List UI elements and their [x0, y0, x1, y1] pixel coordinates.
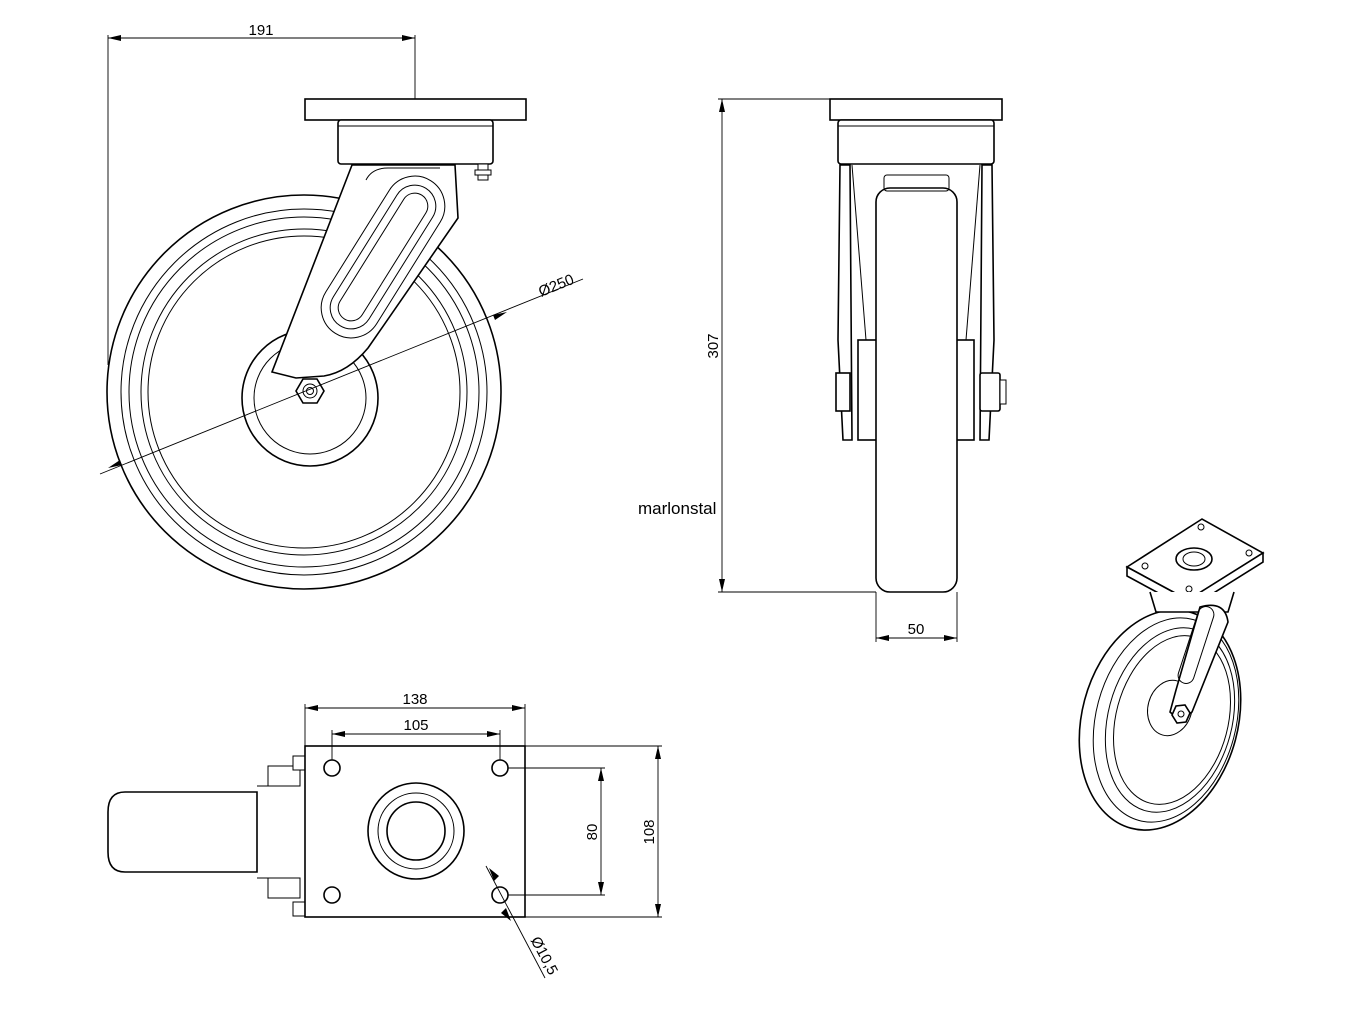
- side-view: [99, 35, 584, 590]
- dim-plate-width: 108: [641, 819, 658, 844]
- dim-wheel-width: 50: [908, 621, 925, 638]
- dim-bolt-spacing-width: 80: [584, 824, 601, 841]
- top-view: [107, 704, 662, 979]
- dim-bolt-spacing-length: 105: [403, 717, 428, 734]
- isometric-view: [1078, 518, 1265, 831]
- brand-label: marlonstal: [638, 499, 716, 518]
- front-view: [718, 98, 1007, 642]
- dim-overall-height: 307: [705, 333, 722, 358]
- dim-wheel-diameter: Ø250: [536, 271, 576, 301]
- dim-swivel-offset: 191: [248, 22, 273, 39]
- dim-bolt-hole-diameter: Ø10,5: [527, 934, 561, 978]
- dim-plate-length: 138: [402, 691, 427, 708]
